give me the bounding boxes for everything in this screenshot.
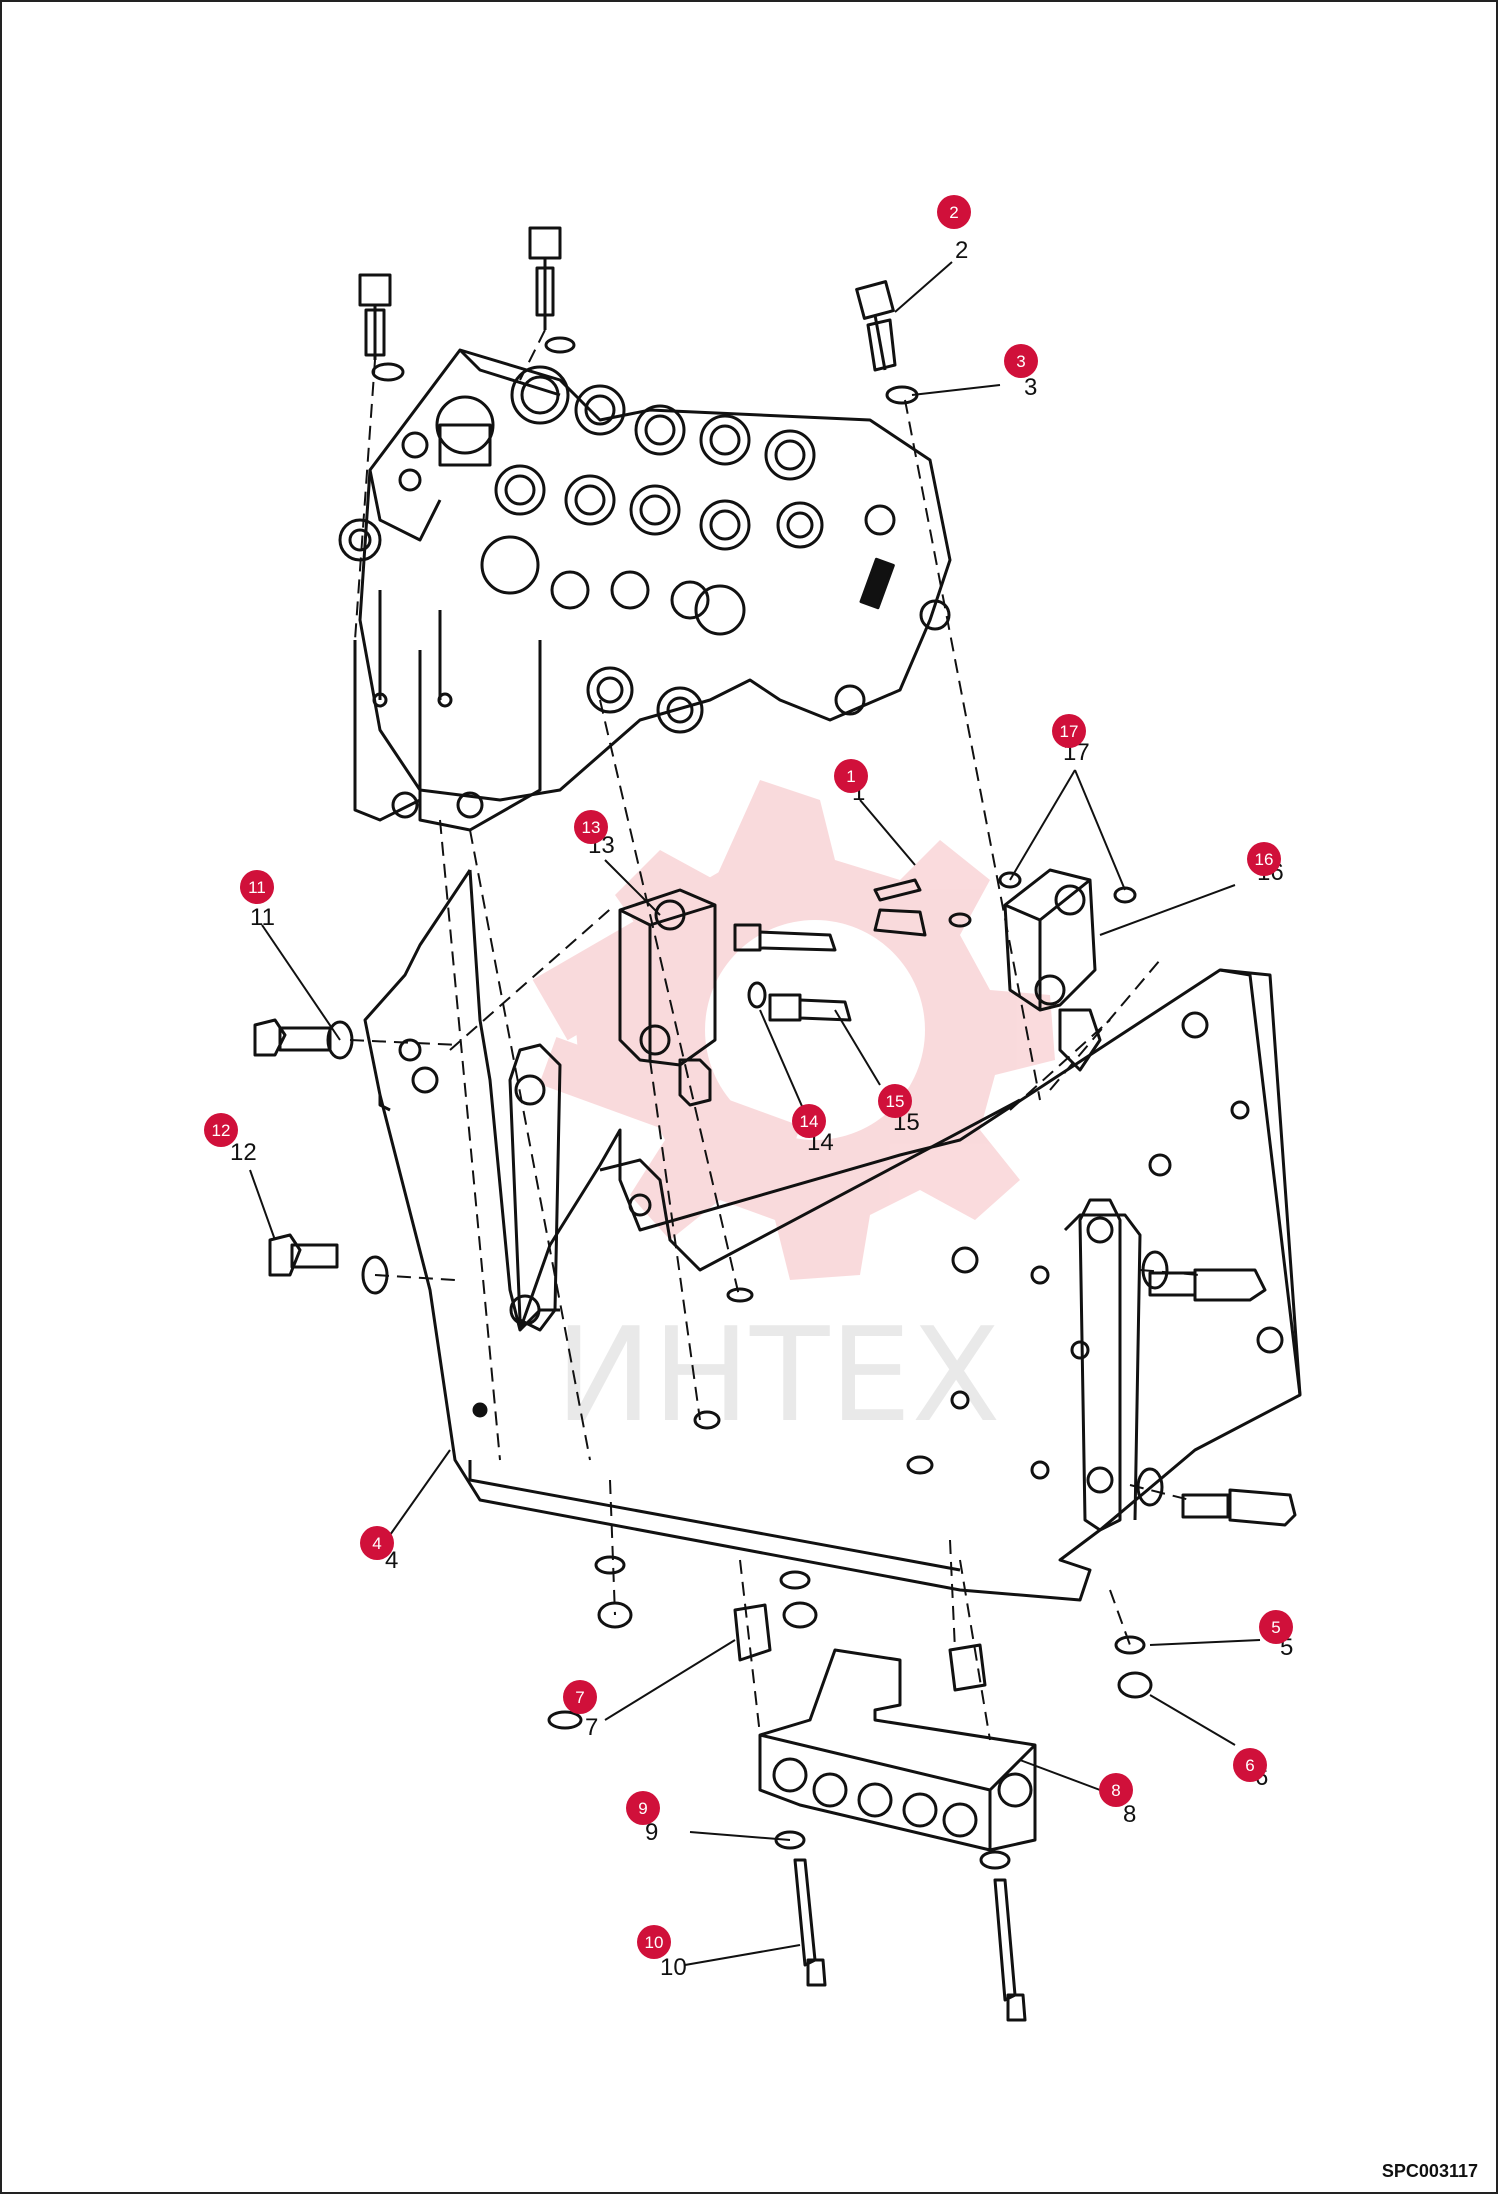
manifold-8 <box>547 1648 1037 1852</box>
callout-bubbles: 1 2 3 4 5 6 7 8 9 10 11 12 13 14 15 16 1… <box>204 195 1293 1959</box>
label-7: 7 <box>585 1714 598 1741</box>
watermark-text: ИНТЕХ <box>555 1299 1001 1451</box>
label-11: 11 <box>250 904 275 931</box>
spacers-nuts <box>594 1555 1153 1699</box>
callout-8-text: 8 <box>1111 1781 1120 1800</box>
callout-9[interactable]: 9 <box>626 1791 660 1825</box>
bottom-bolts <box>774 1830 1027 2022</box>
callout-15[interactable]: 15 <box>878 1084 912 1118</box>
callout-8[interactable]: 8 <box>1099 1773 1133 1807</box>
gear-logo-icon <box>532 780 1055 1280</box>
callout-3[interactable]: 3 <box>1004 344 1038 378</box>
callout-9-text: 9 <box>638 1799 647 1818</box>
callout-1[interactable]: 1 <box>834 759 868 793</box>
diagram-code: SPC003117 <box>1381 2161 1478 2181</box>
callout-7-text: 7 <box>575 1688 584 1707</box>
label-12: 12 <box>230 1139 257 1166</box>
label-3: 3 <box>1024 374 1037 401</box>
callout-7[interactable]: 7 <box>563 1680 597 1714</box>
block-13 <box>618 888 852 1107</box>
callout-11-text: 11 <box>248 878 266 897</box>
valve-bolts <box>358 226 919 405</box>
mounting-bracket <box>363 869 1302 1602</box>
line-art <box>253 226 1302 2022</box>
label-9: 9 <box>645 1819 658 1846</box>
callout-14[interactable]: 14 <box>792 1104 826 1138</box>
callout-3-text: 3 <box>1016 352 1025 371</box>
callout-17[interactable]: 17 <box>1052 714 1086 748</box>
callout-6-text: 6 <box>1245 1756 1254 1775</box>
leader-lines <box>249 261 1261 1966</box>
callout-2[interactable]: 2 <box>937 195 971 229</box>
callout-1-text: 1 <box>846 767 855 786</box>
callout-5-text: 5 <box>1271 1618 1280 1637</box>
callout-16[interactable]: 16 <box>1247 842 1281 876</box>
watermark: ИНТЕХ <box>532 780 1055 1451</box>
callout-12-text: 12 <box>212 1121 231 1140</box>
callout-13[interactable]: 13 <box>574 810 608 844</box>
label-2: 2 <box>955 237 968 264</box>
callout-14-text: 14 <box>800 1112 819 1131</box>
control-valve <box>338 348 952 832</box>
callout-4[interactable]: 4 <box>360 1526 394 1560</box>
label-10: 10 <box>660 1954 687 1981</box>
part-labels: 1 2 3 4 5 6 7 8 9 10 11 12 13 14 15 16 1… <box>230 237 1293 1981</box>
callout-4-text: 4 <box>372 1534 381 1553</box>
callout-10[interactable]: 10 <box>637 1925 671 1959</box>
callout-5[interactable]: 5 <box>1259 1610 1293 1644</box>
callout-17-text: 17 <box>1060 722 1079 741</box>
callout-2-text: 2 <box>949 203 958 222</box>
callout-15-text: 15 <box>886 1092 905 1111</box>
callout-10-text: 10 <box>645 1933 664 1952</box>
callout-12[interactable]: 12 <box>204 1113 238 1147</box>
callout-6[interactable]: 6 <box>1233 1748 1267 1782</box>
label-8: 8 <box>1123 1801 1136 1828</box>
block-16 <box>873 868 1137 1072</box>
callout-13-text: 13 <box>582 818 601 837</box>
assembly-lines <box>349 329 1201 1741</box>
callout-16-text: 16 <box>1255 850 1274 869</box>
callout-11[interactable]: 11 <box>240 870 274 904</box>
